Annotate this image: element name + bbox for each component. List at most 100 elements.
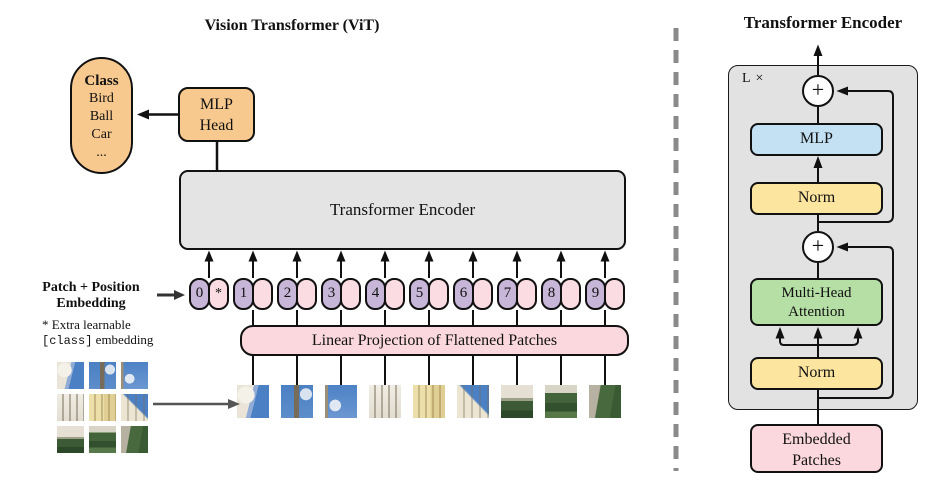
embedding-label-line2: Embedding xyxy=(56,296,126,311)
token-0: 0* xyxy=(189,278,229,310)
embedded-line2: Patches xyxy=(792,452,841,469)
token-to-encoder-arrowhead xyxy=(248,250,258,262)
patch-embedding-pill xyxy=(296,278,317,310)
position-pill: 7 xyxy=(497,278,518,310)
class-item: ... xyxy=(96,145,107,160)
patch-embedding-pill xyxy=(340,278,361,310)
token-3: 3 xyxy=(321,278,361,310)
embedded-line1: Embedded xyxy=(782,431,851,448)
image-patch-sky-dome xyxy=(237,385,269,418)
mlp-head-box: MLP Head xyxy=(178,87,255,142)
class-token-code: [class] xyxy=(42,334,93,348)
class-heading: Class xyxy=(84,73,119,89)
image-patch-grid-sky xyxy=(121,362,148,389)
patch-embedding-pill xyxy=(252,278,273,310)
patch-embedding-pill xyxy=(384,278,405,310)
image-patch-grid-facade-and-sky xyxy=(121,394,148,421)
multi-head-attention-box: Multi-Head Attention xyxy=(750,278,883,326)
embedded-patches-box: Embedded Patches xyxy=(750,424,883,473)
patch-embedding-pill xyxy=(560,278,581,310)
transformer-encoder-label: Transformer Encoder xyxy=(329,200,476,219)
token-to-encoder-arrowhead xyxy=(336,250,346,262)
note-line2-rest: embedding xyxy=(92,332,154,347)
image-patch-grid-trees-path xyxy=(121,426,148,453)
token-6: 6 xyxy=(453,278,493,310)
norm-box-top: Norm xyxy=(750,182,883,215)
transformer-encoder-box: Transformer Encoder xyxy=(179,170,626,250)
patch-embedding-pill xyxy=(516,278,537,310)
norm-box-bottom: Norm xyxy=(750,357,883,390)
image-patch-facade-and-sky xyxy=(457,385,489,418)
position-pill: 0 xyxy=(189,278,210,310)
left-panel-title: Vision Transformer (ViT) xyxy=(204,17,380,34)
plus-symbol: + xyxy=(811,233,825,258)
class-embedding-note: * Extra learnable [class] embedding xyxy=(42,317,202,349)
norm-top-label: Norm xyxy=(797,189,836,206)
image-patch-grid-sky-dome xyxy=(57,362,84,389)
note-line2: [class] embedding xyxy=(42,332,202,349)
add-icon: + xyxy=(802,231,834,263)
image-patch-grid-garden-hedges xyxy=(89,426,116,453)
image-patch-grid-white-facade xyxy=(57,394,84,421)
token-1: 1 xyxy=(233,278,273,310)
image-patch-trees-path xyxy=(589,385,621,418)
image-patch-grid-sky-tower xyxy=(89,362,116,389)
position-pill: 3 xyxy=(321,278,342,310)
embedding-label-line1: Patch + Position xyxy=(42,280,140,295)
class-output-pill: Class Bird Ball Car ... xyxy=(70,57,133,174)
embedding-label-arrowhead xyxy=(174,290,185,300)
image-patch-garden-hedges xyxy=(545,385,577,418)
image-patch-white-facade xyxy=(369,385,401,418)
position-pill: 6 xyxy=(453,278,474,310)
token-to-encoder-arrowhead xyxy=(380,250,390,262)
mlp-to-class-arrowhead xyxy=(137,109,149,120)
token-to-encoder-arrowhead xyxy=(424,250,434,262)
patch-embedding-pill: * xyxy=(208,278,229,310)
linear-projection-label: Linear Projection of Flattened Patches xyxy=(311,331,558,349)
token-7: 7 xyxy=(497,278,537,310)
class-item: Bird xyxy=(89,91,114,106)
position-pill: 2 xyxy=(277,278,298,310)
note-line1: * Extra learnable xyxy=(42,317,131,332)
class-item: Ball xyxy=(89,109,114,124)
mlp-head-line1: MLP xyxy=(200,96,233,113)
patch-embedding-pill xyxy=(428,278,449,310)
layer-repeat-label: L × xyxy=(742,71,765,86)
token-to-encoder-arrowhead xyxy=(556,250,566,262)
token-4: 4 xyxy=(365,278,405,310)
mlp-label: MLP xyxy=(800,130,833,147)
image-patch-sky xyxy=(325,385,357,418)
token-5: 5 xyxy=(409,278,449,310)
add-icon: + xyxy=(802,75,834,107)
plus-symbol: + xyxy=(811,77,825,102)
token-8: 8 xyxy=(541,278,581,310)
attention-line1: Multi-Head xyxy=(781,285,852,301)
class-item: Car xyxy=(91,127,112,142)
position-pill: 9 xyxy=(585,278,606,310)
token-to-encoder-arrowhead xyxy=(204,250,214,262)
image-patch-grid-cream-facade xyxy=(89,394,116,421)
image-patch-building-hedge xyxy=(501,385,533,418)
token-to-encoder-arrowhead xyxy=(292,250,302,262)
image-patch-grid-building-hedge xyxy=(57,426,84,453)
right-panel-title: Transformer Encoder xyxy=(743,13,903,32)
encoder-output-arrowhead xyxy=(813,44,823,56)
patch-embedding-pill xyxy=(472,278,493,310)
attention-line2: Attention xyxy=(788,304,845,320)
position-pill: 4 xyxy=(365,278,386,310)
mlp-box: MLP xyxy=(750,123,883,156)
patch-embedding-pill xyxy=(604,278,625,310)
linear-projection-box: Linear Projection of Flattened Patches xyxy=(240,325,629,356)
token-9: 9 xyxy=(585,278,625,310)
norm-bottom-label: Norm xyxy=(797,364,836,381)
mlp-head-line2: Head xyxy=(199,117,234,134)
token-to-encoder-arrowhead xyxy=(468,250,478,262)
token-to-encoder-arrowhead xyxy=(600,250,610,262)
position-pill: 1 xyxy=(233,278,254,310)
position-pill: 5 xyxy=(409,278,430,310)
token-2: 2 xyxy=(277,278,317,310)
image-patch-sky-tower xyxy=(281,385,313,418)
image-patch-cream-facade xyxy=(413,385,445,418)
position-pill: 8 xyxy=(541,278,562,310)
